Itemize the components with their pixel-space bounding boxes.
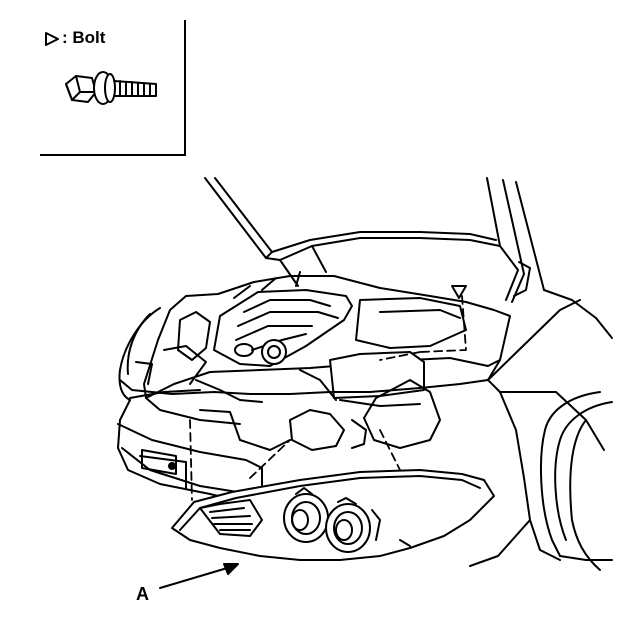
flange-bolt-icon bbox=[65, 71, 157, 105]
fender-body bbox=[469, 289, 613, 571]
legend-frame bbox=[40, 20, 186, 156]
front-bumper bbox=[117, 307, 489, 505]
removal-guide-lines bbox=[189, 295, 467, 501]
callout-arrow bbox=[159, 563, 239, 589]
headlamp-assembly bbox=[171, 469, 495, 561]
callout-label-a: A bbox=[136, 584, 149, 604]
bolt-position-marker bbox=[451, 285, 467, 299]
open-hood bbox=[204, 177, 545, 303]
engine-bay bbox=[143, 271, 511, 451]
legend-label: : Bolt bbox=[62, 28, 106, 47]
open-triangle-pointer-icon bbox=[45, 32, 59, 46]
